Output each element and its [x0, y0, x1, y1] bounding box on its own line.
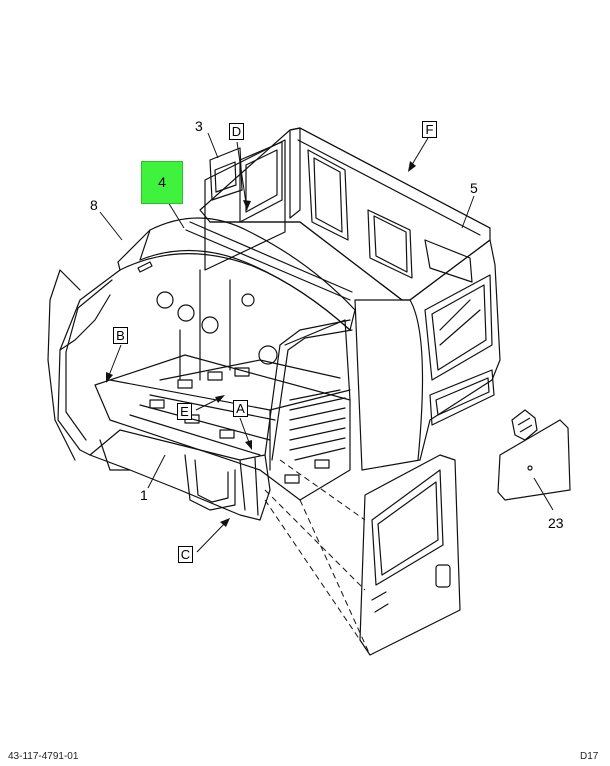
right-side-window: [424, 274, 493, 381]
arrow-a: [245, 440, 252, 450]
right-side-wall: [354, 239, 501, 471]
arrow-b: [106, 372, 113, 383]
arrow-f: [408, 161, 416, 172]
callout-5[interactable]: 5: [470, 180, 478, 196]
leader-4: [167, 201, 185, 229]
windshield-frame: [139, 217, 356, 331]
leader-c: [196, 521, 227, 553]
leader-e: [195, 397, 221, 411]
rear-window-left: [307, 149, 349, 241]
leader-8: [99, 211, 123, 241]
left-a-pillar: [57, 269, 121, 456]
figure-id: 43-117-4791-01: [8, 751, 79, 762]
leader-d: [236, 141, 248, 211]
cowl-hole-3: [201, 316, 219, 334]
leader-b: [107, 344, 122, 379]
access-panel: [497, 419, 571, 501]
view-label-b[interactable]: B: [113, 327, 128, 344]
view-label-c[interactable]: C: [178, 546, 193, 563]
window-d: [239, 141, 283, 223]
cab-back-wall: [199, 127, 491, 301]
view-label-a[interactable]: A: [233, 400, 248, 417]
cab-floor: [94, 354, 351, 501]
right-a-pillar: [264, 319, 351, 456]
page-ref: D17: [580, 751, 599, 762]
view-label-d[interactable]: D: [229, 123, 244, 140]
door-hinge-line-1: [264, 489, 366, 591]
cowl-hole-2: [177, 304, 195, 322]
callout-4-highlighted[interactable]: 4: [141, 161, 183, 204]
callout-3[interactable]: 3: [195, 118, 203, 134]
view-label-f[interactable]: F: [422, 121, 437, 138]
view-label-e[interactable]: E: [177, 403, 192, 420]
arrow-d: [243, 200, 251, 210]
cowl-hole-1: [156, 291, 174, 309]
door-window: [371, 469, 444, 586]
callout-8[interactable]: 8: [90, 197, 98, 213]
leader-5: [461, 195, 475, 229]
leader-a: [239, 417, 251, 446]
callout-23[interactable]: 23: [548, 515, 564, 531]
arrow-e: [215, 395, 225, 403]
leader-1: [147, 454, 166, 489]
door-hinge-line-2: [264, 499, 361, 641]
front-lower-structure: [89, 429, 271, 521]
rear-window-right: [367, 209, 413, 279]
panel-fastener: [511, 409, 538, 441]
cab-door: [359, 454, 461, 656]
inner-back-panel: [204, 139, 286, 271]
callout-1[interactable]: 1: [140, 487, 148, 503]
leader-f: [409, 137, 429, 169]
leader-3: [207, 132, 219, 159]
leader-23: [533, 477, 554, 511]
arrow-c: [220, 518, 230, 527]
